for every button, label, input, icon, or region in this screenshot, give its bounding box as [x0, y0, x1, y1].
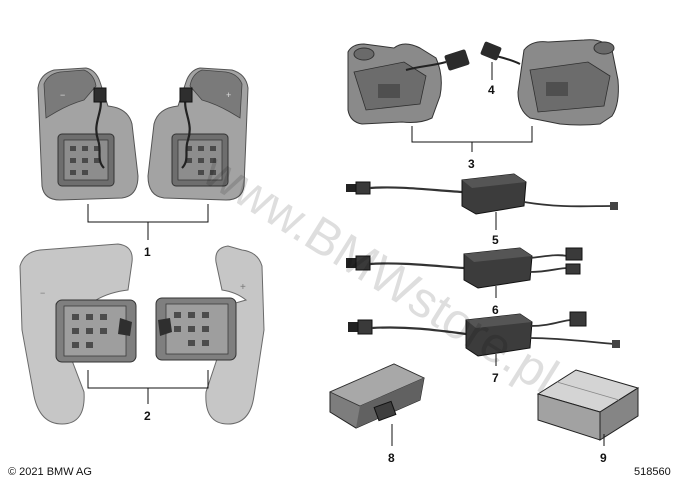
callout-7-label: 7: [492, 371, 499, 385]
minus-mark-2: −: [40, 288, 45, 298]
part-5-harness: [346, 173, 618, 215]
callout-1-label: 1: [144, 245, 151, 259]
callout-2: [87, 370, 209, 404]
callout-5-label: 5: [492, 233, 499, 247]
part-2-right-paddle: +: [155, 245, 265, 425]
part-7-harness: [348, 311, 620, 357]
part-9-box: [536, 369, 640, 441]
callout-2-label: 2: [144, 409, 151, 423]
callout-6-label: 6: [492, 303, 499, 317]
callout-8-label: 8: [388, 451, 395, 465]
part-1-right-paddle: +: [147, 67, 249, 201]
part-6-harness: [346, 247, 583, 289]
part-2-left-paddle: −: [19, 243, 137, 425]
part-3-right-housing: [480, 39, 619, 126]
callout-1: [87, 204, 209, 240]
minus-mark: −: [60, 90, 65, 100]
part-1-left-paddle: −: [37, 67, 139, 201]
callout-3: [411, 126, 533, 152]
part-3-left-housing: [347, 43, 470, 125]
part-8-control-unit: [329, 363, 425, 429]
callout-3-label: 3: [468, 157, 475, 171]
copyright-text: © 2021 BMW AG: [8, 466, 92, 478]
callout-9-label: 9: [600, 451, 607, 465]
diagram-number: 518560: [634, 466, 671, 478]
callout-4-label: 4: [488, 83, 495, 97]
plus-mark: +: [226, 90, 231, 100]
plus-mark-2: +: [240, 282, 246, 293]
